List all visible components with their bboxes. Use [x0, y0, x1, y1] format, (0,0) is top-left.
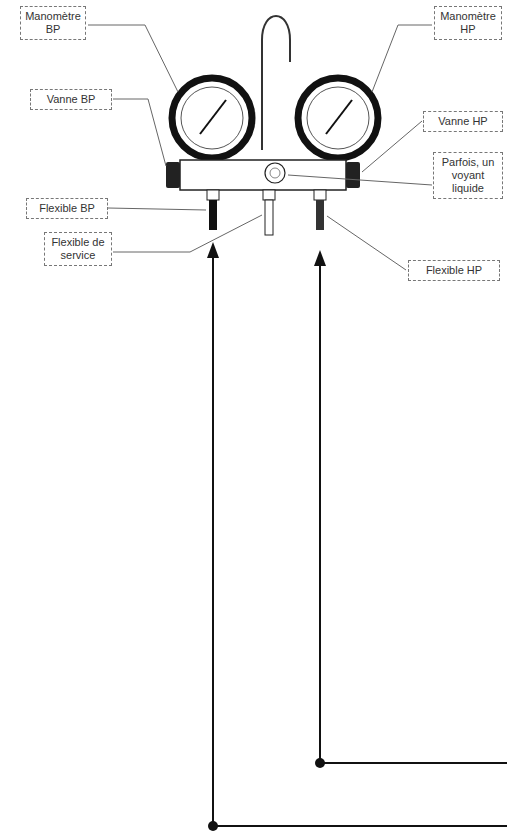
leader-line	[88, 25, 178, 92]
gauge-ring	[172, 78, 252, 158]
low-pressure-hose	[209, 200, 217, 230]
high-pressure-gauge	[298, 78, 378, 162]
hose-fitting	[263, 190, 275, 200]
callout-box: Manomètre HP	[434, 6, 502, 40]
arrowhead	[207, 242, 219, 258]
hose-fitting	[207, 190, 219, 200]
leader-line	[108, 208, 206, 210]
gauge-face	[307, 87, 369, 149]
manifold-body	[180, 160, 346, 190]
high-pressure-hose	[316, 200, 324, 230]
gauge-face	[181, 87, 243, 149]
callout-label: Vanne HP	[428, 115, 498, 128]
leader-line	[288, 175, 432, 185]
service-hose	[265, 200, 273, 235]
leader-line	[113, 215, 262, 252]
callout-label: Vanne BP	[35, 93, 107, 106]
gauge-ring	[298, 78, 378, 158]
arrowhead	[314, 250, 326, 266]
callout-box: Manomètre BP	[20, 6, 86, 40]
leader-line	[362, 121, 422, 172]
sight-glass	[265, 163, 285, 183]
callout-box: Flexible HP	[408, 260, 500, 281]
low-pressure-knob	[166, 162, 180, 188]
gauge-needle	[200, 100, 226, 134]
callout-label: Flexible HP	[413, 264, 495, 277]
leader-lines	[88, 25, 432, 270]
gauge-needle	[326, 100, 352, 134]
hose-fitting	[314, 190, 326, 200]
callout-box: Vanne HP	[423, 111, 503, 132]
high-pressure-line	[320, 266, 507, 763]
sight-glass-inner	[270, 168, 280, 178]
callout-box: Vanne BP	[30, 89, 112, 110]
high-pressure-knob	[346, 162, 360, 188]
leader-line	[113, 99, 166, 166]
junction-dot	[315, 758, 325, 768]
callout-label: Flexible de service	[49, 236, 107, 262]
hanging-hook	[262, 16, 290, 150]
junction-dot	[208, 821, 218, 831]
callout-label: Flexible BP	[31, 202, 103, 215]
callout-label: Manomètre HP	[439, 10, 497, 36]
leader-line	[372, 25, 432, 92]
callout-box: Flexible BP	[26, 198, 108, 219]
callout-box: Parfois, un voyant liquide	[433, 152, 503, 199]
leader-line	[327, 216, 406, 270]
callout-label: Parfois, un voyant liquide	[438, 156, 498, 195]
callout-label: Manomètre BP	[25, 10, 81, 36]
low-pressure-gauge	[172, 78, 252, 162]
low-pressure-line	[213, 258, 507, 826]
callout-box: Flexible de service	[44, 232, 112, 266]
